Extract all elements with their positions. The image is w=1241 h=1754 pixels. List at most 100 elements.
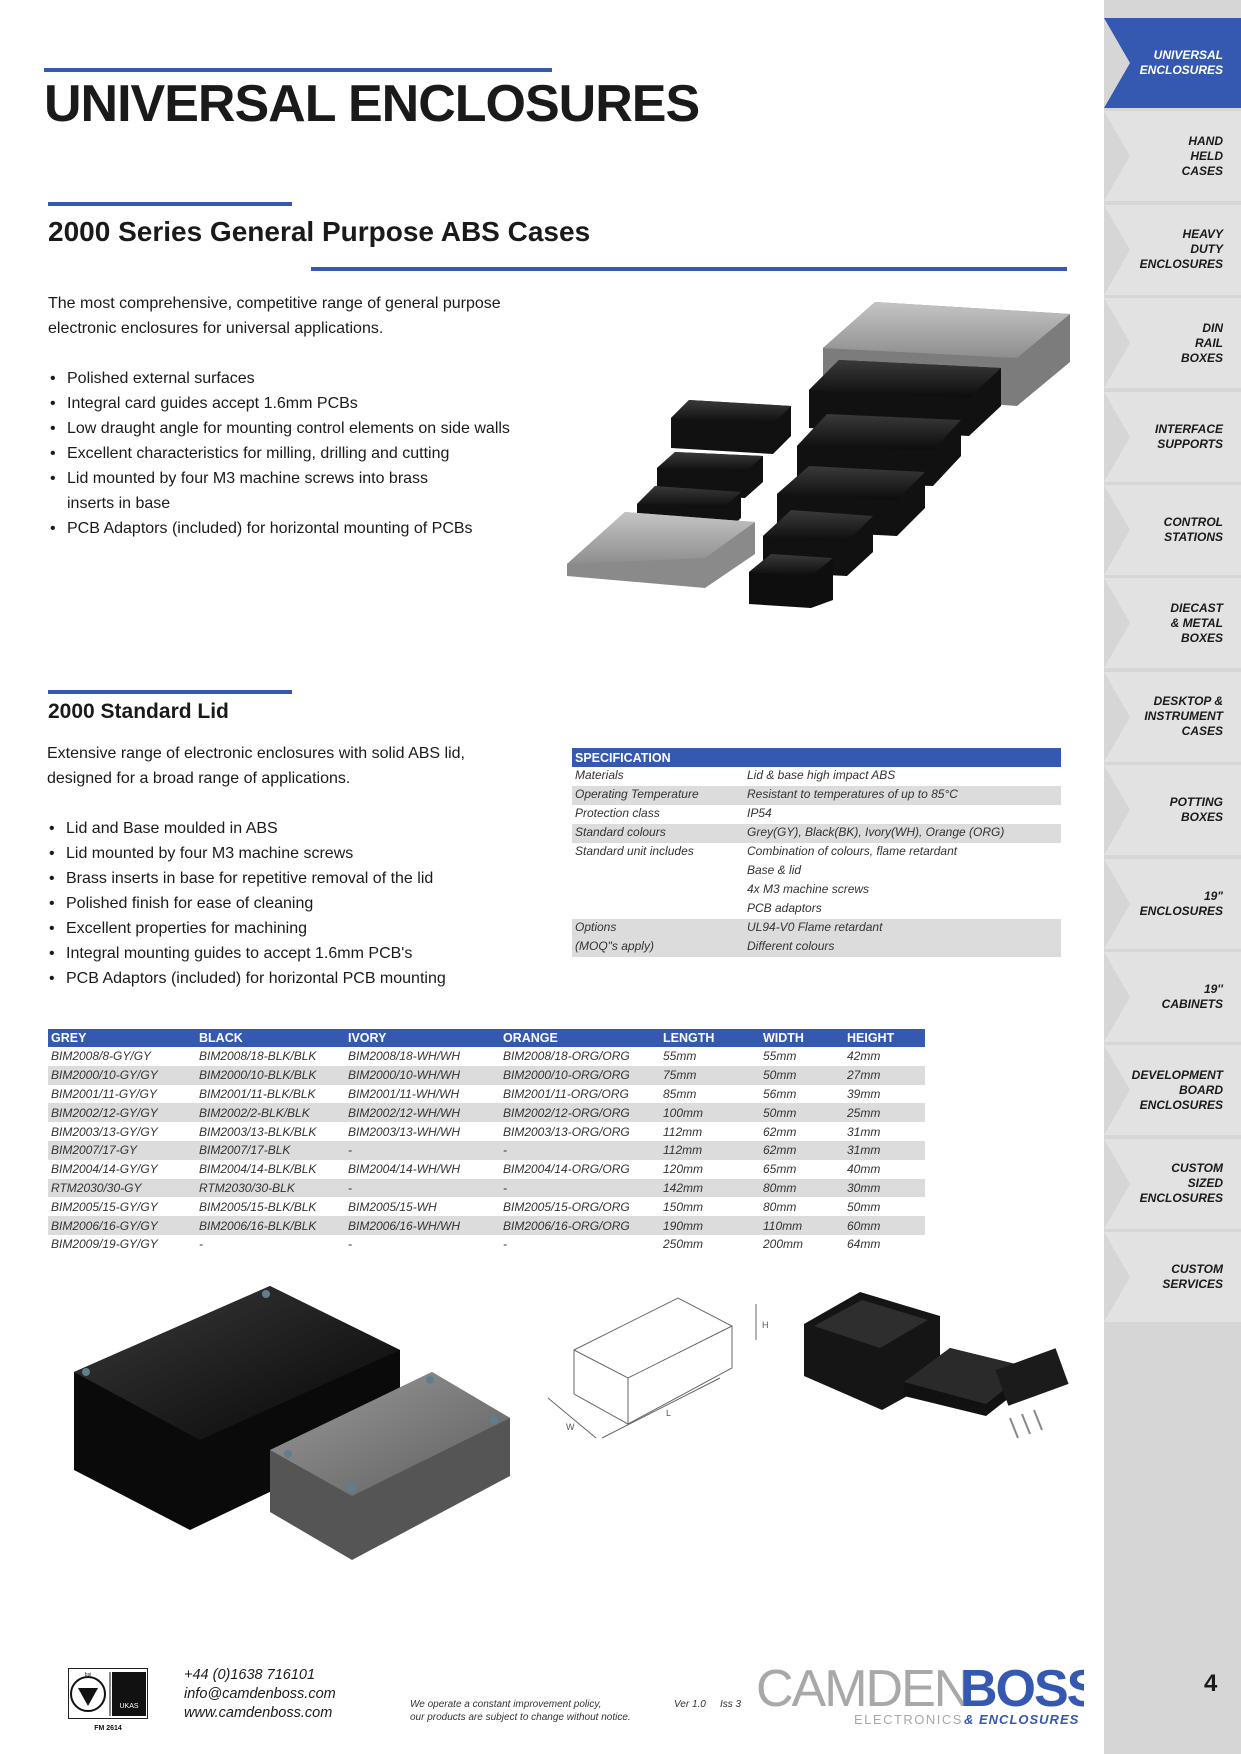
table-cell: 27mm <box>844 1065 925 1085</box>
tab-chevron-shape <box>1104 952 1241 1042</box>
table-cell: BIM2006/16-WH/WH <box>345 1216 500 1235</box>
table-cell: 62mm <box>763 1124 797 1139</box>
col-grey: GREY <box>48 1029 196 1047</box>
table-cell: 112mm <box>663 1124 703 1139</box>
list-item: Brass inserts in base for repetitive rem… <box>47 866 547 891</box>
table-cell: BIM2000/10-ORG/ORG <box>500 1065 660 1085</box>
sidebar-tab[interactable]: DIN RAIL BOXES <box>1104 298 1241 389</box>
height-label: H <box>762 1320 769 1330</box>
sidebar-tab-label: HAND HELD CASES <box>1181 133 1223 178</box>
table-cell: BIM2001/11-GY/GY <box>51 1086 157 1101</box>
policy-note: We operate a constant improvement policy… <box>410 1699 631 1723</box>
table-cell: 250mm <box>663 1237 704 1252</box>
list-item: Lid and Base moulded in ABS <box>47 816 547 841</box>
table-cell: - <box>503 1237 507 1252</box>
lid-rule <box>48 690 292 694</box>
table-header-row: GREY BLACK IVORY ORANGE LENGTH WIDTH HEI… <box>48 1029 925 1047</box>
bsi-ukas-certification-logo: UKAS bsi FM 2614 <box>68 1668 148 1732</box>
table-cell: 200mm <box>763 1237 804 1252</box>
table-cell: 30mm <box>844 1178 925 1198</box>
sidebar-tab[interactable]: POTTING BOXES <box>1104 765 1241 856</box>
intro-paragraph: The most comprehensive, competitive rang… <box>48 295 501 337</box>
table-cell: BIM2000/10-WH/WH <box>345 1065 500 1085</box>
enclosure-family-image <box>567 302 1070 608</box>
list-item: PCB Adaptors (included) for horizontal P… <box>47 966 547 991</box>
sidebar-tab[interactable]: CUSTOM SIZED ENCLOSURES <box>1104 1138 1241 1229</box>
sidebar-tab-label: UNIVERSAL ENCLOSURES <box>1139 48 1223 77</box>
sidebar-tab[interactable]: DESKTOP & INSTRUMENT CASES <box>1104 671 1241 762</box>
table-cell: BIM2002/2-BLK/BLK <box>196 1103 345 1123</box>
dimension-diagram: H W L <box>547 1297 769 1439</box>
black-grey-cases-image <box>74 1286 510 1560</box>
sidebar-tab[interactable]: CUSTOM SERVICES <box>1104 1232 1241 1323</box>
sidebar-tab[interactable]: DEVELOPMENT BOARD ENCLOSURES <box>1104 1045 1241 1136</box>
table-cell: 112mm <box>660 1140 760 1160</box>
tab-chevron-shape <box>1104 204 1241 295</box>
table-cell: BIM2003/13-GY/GY <box>51 1124 158 1139</box>
table-cell: BIM2009/19-GY/GY <box>51 1237 158 1252</box>
table-row: Base & lid <box>747 863 802 877</box>
table-cell: 50mm <box>847 1199 881 1214</box>
list-item: Excellent properties for machining <box>47 916 547 941</box>
series-title: 2000 Series General Purpose ABS Cases <box>48 216 591 247</box>
sidebar-tab[interactable]: DIECAST & METAL BOXES <box>1104 578 1241 669</box>
sidebar-tab[interactable]: 19'' CABINETS <box>1104 952 1241 1042</box>
col-ivory: IVORY <box>345 1029 500 1047</box>
table-cell: BIM2008/18-WH/WH <box>348 1049 461 1064</box>
col-length: LENGTH <box>660 1029 760 1047</box>
exploded-case-image <box>804 1292 1069 1439</box>
table-cell: 65mm <box>763 1162 797 1177</box>
table-cell: 31mm <box>844 1140 925 1160</box>
website-link[interactable]: www.camdenboss.com <box>184 1705 333 1721</box>
table-row: 4x M3 machine screws <box>747 882 870 896</box>
sidebar-tab[interactable]: INTERFACE SUPPORTS <box>1104 391 1241 482</box>
sidebar-tab[interactable]: CONTROL STATIONS <box>1104 485 1241 575</box>
sidebar-tab-label: 19'' CABINETS <box>1161 982 1223 1011</box>
sidebar-tab-label: INTERFACE SUPPORTS <box>1154 421 1223 451</box>
col-height: HEIGHT <box>844 1029 925 1047</box>
email-link[interactable]: info@camdenboss.com <box>184 1686 336 1702</box>
tab-chevron-shape <box>1104 1232 1241 1323</box>
tab-chevron-shape <box>1104 765 1241 856</box>
tab-chevron-shape <box>1104 111 1241 202</box>
contact-block: +44 (0)1638 716101 info@camdenboss.com w… <box>184 1666 336 1723</box>
list-item: Integral card guides accept 1.6mm PCBs <box>48 391 568 416</box>
table-cell: - <box>500 1140 660 1160</box>
tab-chevron-shape <box>1104 391 1241 482</box>
logo-tag-electronics: ELECTRONICS <box>854 1712 963 1727</box>
col-width: WIDTH <box>760 1029 844 1047</box>
table-cell: BIM2001/11-ORG/ORG <box>503 1086 629 1101</box>
sidebar-tab[interactable]: UNIVERSAL ENCLOSURES <box>1104 18 1241 108</box>
list-item: Integral mounting guides to accept 1.6mm… <box>47 941 547 966</box>
table-cell: 80mm <box>760 1178 844 1198</box>
length-label: L <box>666 1408 671 1418</box>
table-cell: 31mm <box>847 1124 881 1139</box>
table-cell: 39mm <box>847 1086 881 1101</box>
table-cell: 190mm <box>660 1216 760 1235</box>
sidebar-tab[interactable]: HEAVY DUTY ENCLOSURES <box>1104 204 1241 295</box>
list-item: Low draught angle for mounting control e… <box>48 416 568 441</box>
table-cell: 40mm <box>847 1162 881 1177</box>
sidebar-tab[interactable]: 19" ENCLOSURES <box>1104 858 1241 949</box>
table-cell: BIM2003/13-BLK/BLK <box>199 1124 317 1139</box>
table-cell: 55mm <box>763 1049 797 1064</box>
table-cell: BIM2005/15-WH <box>348 1199 437 1214</box>
table-cell: BIM2000/10-BLK/BLK <box>196 1065 345 1085</box>
table-cell: BIM2002/12-WH/WH <box>345 1103 500 1123</box>
table-cell: 50mm <box>760 1103 844 1123</box>
col-black: BLACK <box>196 1029 345 1047</box>
sidebar-tab[interactable]: HAND HELD CASES <box>1104 111 1241 202</box>
logo-camden: CAMDEN <box>756 1660 969 1718</box>
list-item: Lid mounted by four M3 machine screws <box>47 841 547 866</box>
table-cell: 110mm <box>760 1216 844 1235</box>
